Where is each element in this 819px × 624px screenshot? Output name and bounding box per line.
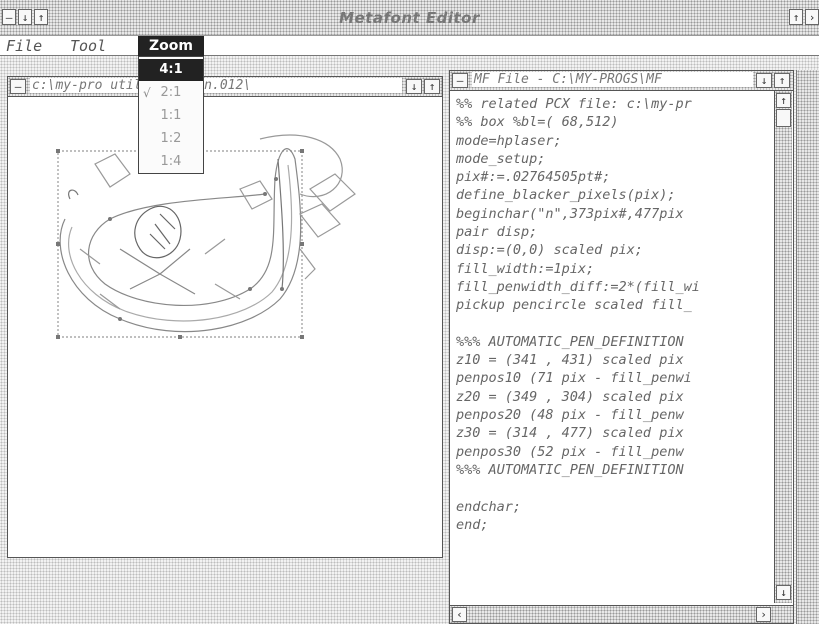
mf-system-menu-icon[interactable]: — xyxy=(452,73,468,88)
glyph-inner-outline xyxy=(68,164,293,322)
glyph-window-titlebar: — c:\my-pro utils\prj\win.012\ ↓ ↑ xyxy=(8,77,442,97)
mf-source-text[interactable]: %% related PCX file: c:\my-pr %% box %bl=… xyxy=(456,95,772,603)
menu-file[interactable]: File xyxy=(6,37,43,55)
app-title: Metafont Editor xyxy=(339,9,480,27)
zoom-option-label: 1:1 xyxy=(160,108,182,123)
mf-source-line: end; xyxy=(456,516,489,533)
glyph-minimize-icon[interactable]: ↓ xyxy=(406,79,422,94)
glyph-pen-shape xyxy=(299,248,316,280)
scroll-down-arrow-icon[interactable]: ↓ xyxy=(776,585,791,600)
scroll-thumb[interactable] xyxy=(776,109,791,127)
mf-source-line xyxy=(456,315,772,333)
mf-source-line: mode=hplaser; xyxy=(456,132,562,149)
mf-source-line xyxy=(456,479,772,497)
glyph-detail xyxy=(149,213,176,250)
maximize-icon[interactable]: ↑ xyxy=(34,9,48,25)
mf-source-line: pix#:=.02764505pt#; xyxy=(456,169,611,186)
mf-source-line: disp:=(0,0) scaled pix; xyxy=(456,242,643,259)
mf-source-line: fill_penwidth_diff:=2*(fill_wi xyxy=(456,278,700,295)
mf-file-window: — MF File - C:\MY-PROGS\MF ↓ ↑ %% relate… xyxy=(449,70,794,624)
scroll-right-icon[interactable]: › xyxy=(805,9,819,25)
mf-source-line: pair disp; xyxy=(456,224,538,241)
mf-source-line: penpos10 (71 pix - fill_penwi xyxy=(456,370,692,387)
scroll-left-arrow-icon[interactable]: ‹ xyxy=(452,607,467,622)
menu-zoom[interactable]: Zoom xyxy=(138,36,204,56)
mf-source-line: endchar; xyxy=(456,498,522,515)
mf-source-line: %%% AUTOMATIC_PEN_DEFINITION xyxy=(456,333,684,350)
glyph-outline xyxy=(59,148,302,333)
glyph-control-points xyxy=(56,149,304,339)
glyph-maximize-icon[interactable]: ↑ xyxy=(424,79,440,94)
zoom-option-label: 4:1 xyxy=(159,62,183,77)
mf-source-line: z30 = (314 , 477) scaled pix xyxy=(456,425,684,442)
zoom-dropdown: 4:1 √ 2:1 1:1 1:2 1:4 xyxy=(138,56,204,174)
scroll-up-icon[interactable]: ↑ xyxy=(789,9,803,25)
mf-source-line: z10 = (341 , 431) scaled pix xyxy=(456,352,684,369)
zoom-option-label: 1:4 xyxy=(160,154,182,169)
glyph-pen-shape xyxy=(239,180,273,210)
glyph-detail xyxy=(134,205,182,259)
glyph-detail xyxy=(68,189,79,200)
mf-source-line: define_blacker_pixels(pix); xyxy=(456,187,676,204)
mf-window-titlebar: — MF File - C:\MY-PROGS\MF ↓ ↑ xyxy=(450,71,793,91)
glyph-detail xyxy=(119,248,196,295)
mf-minimize-icon[interactable]: ↓ xyxy=(756,73,772,88)
app-titlebar: — ↓ ↑ Metafont Editor ↑ › xyxy=(0,0,819,36)
mf-maximize-icon[interactable]: ↑ xyxy=(774,73,790,88)
zoom-option-1-1[interactable]: 1:1 xyxy=(139,105,203,127)
zoom-option-1-2[interactable]: 1:2 xyxy=(139,128,203,150)
glyph-canvas[interactable] xyxy=(10,99,440,555)
glyph-bounding-box xyxy=(57,150,303,338)
zoom-option-1-4[interactable]: 1:4 xyxy=(139,151,203,173)
glyph-pen-shape xyxy=(309,173,356,212)
glyph-window: — c:\my-pro utils\prj\win.012\ ↓ ↑ xyxy=(7,76,443,558)
mf-source-line: pickup pencircle scaled fill_ xyxy=(456,297,692,314)
mf-source-line: z20 = (349 , 304) scaled pix xyxy=(456,388,684,405)
checkmark-icon: √ xyxy=(143,86,151,100)
menu-tool[interactable]: Tool xyxy=(70,37,107,55)
system-menu-icon[interactable]: — xyxy=(2,9,16,25)
zoom-option-4-1[interactable]: 4:1 xyxy=(139,59,203,81)
mf-source-line: penpos20 (48 pix - fill_penw xyxy=(456,407,684,424)
glyph-stroke xyxy=(259,134,343,198)
zoom-option-2-1[interactable]: √ 2:1 xyxy=(139,82,203,104)
zoom-option-label: 1:2 xyxy=(160,131,182,146)
mf-source-line: beginchar("n",373pix#,477pix xyxy=(456,205,684,222)
mf-source-line: penpos30 (52 pix - fill_penw xyxy=(456,443,684,460)
mf-source-line: fill_width:=1pix; xyxy=(456,260,595,277)
zoom-option-label: 2:1 xyxy=(160,85,182,100)
mf-source-line: %% box %bl=( 68,512) xyxy=(456,114,619,131)
mf-vertical-scrollbar[interactable]: ↑ ↓ xyxy=(774,91,792,603)
mf-source-line: %% related PCX file: c:\my-pr xyxy=(456,96,692,112)
mf-source-line: %%% AUTOMATIC_PEN_DEFINITION xyxy=(456,461,684,478)
mf-source-line: mode_setup; xyxy=(456,150,546,167)
glyph-system-menu-icon[interactable]: — xyxy=(10,79,26,94)
scroll-up-arrow-icon[interactable]: ↑ xyxy=(776,93,791,108)
mf-window-title: MF File - C:\MY-PROGS\MF xyxy=(472,72,753,87)
menu-bar: File Tool xyxy=(0,36,819,56)
mf-horizontal-scrollbar[interactable]: ‹ › xyxy=(450,605,793,623)
desktop-strip xyxy=(796,70,819,624)
scroll-right-arrow-icon[interactable]: › xyxy=(756,607,771,622)
glyph-pen-shape xyxy=(94,153,131,188)
glyph-detail xyxy=(79,238,241,310)
glyph-window-title: c:\my-pro utils\prj\win.012\ xyxy=(30,78,402,93)
minimize-icon[interactable]: ↓ xyxy=(18,9,32,25)
glyph-stem xyxy=(277,158,284,290)
glyph-pen-shape xyxy=(299,203,341,238)
